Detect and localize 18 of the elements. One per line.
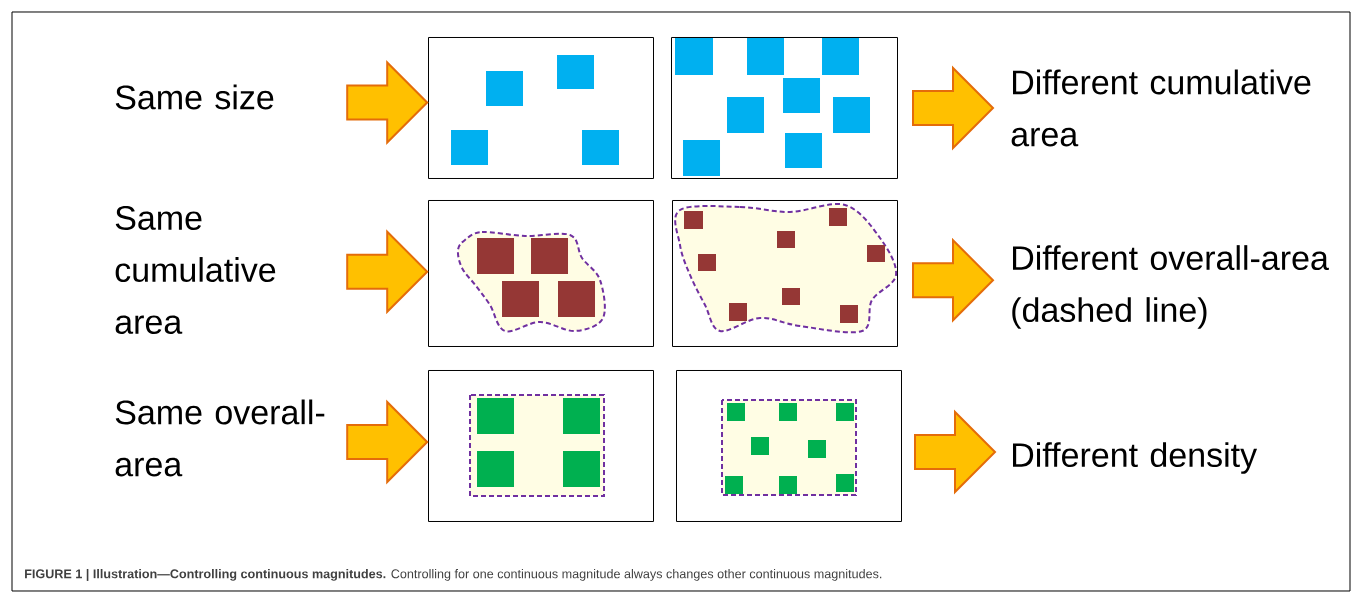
figure-caption: FIGURE 1 | Illustration—Controlling continuous magnitudes. Controlling for one continuous magnitude always changes other continuous magnitudes. [25,569,882,581]
panel-box [676,370,902,522]
panel-box [671,37,898,179]
label-text: Same size [115,84,274,110]
block-arrow [914,409,997,495]
block-arrow [346,229,429,315]
block-arrow [912,65,995,151]
label-text: Different overall-area (dashed line) [1012,245,1329,329]
panel-box [428,200,654,347]
block-arrow [912,237,995,323]
block-arrow [346,399,429,485]
label-text: Same overall-area [115,399,325,477]
panel-box [428,370,654,522]
label-text: Different density [1013,442,1258,474]
block-arrow [346,60,429,145]
panel-box [428,37,654,179]
label-text: Different cumulative area [1011,69,1311,147]
label-text: Same cumulative area [115,205,276,334]
